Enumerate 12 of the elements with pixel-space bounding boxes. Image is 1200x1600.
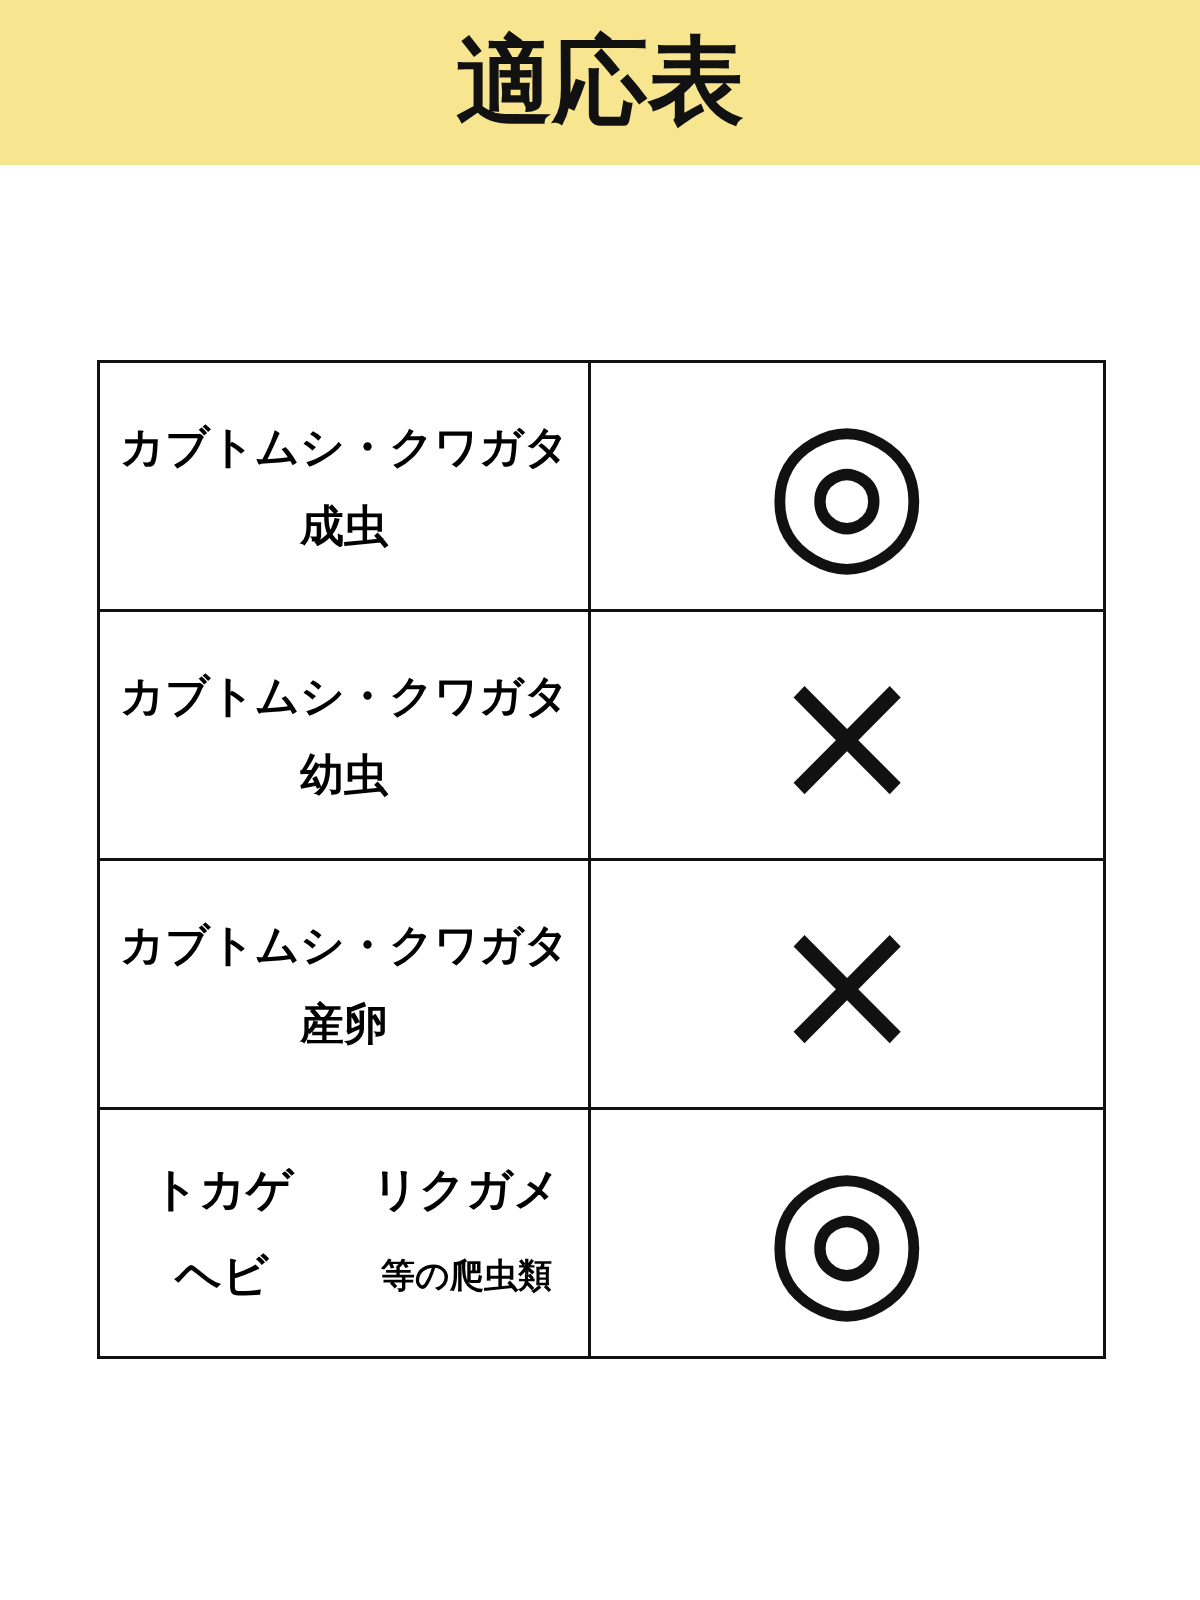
- animal-name: カブトムシ・クワガタ産卵: [118, 917, 570, 1051]
- animal-name: カブトムシ・クワガタ成虫: [118, 419, 570, 553]
- page-title: 適応表: [456, 23, 744, 139]
- animal-name: 等の爬虫類: [379, 1254, 553, 1297]
- animal-name: トカゲ: [150, 1161, 296, 1218]
- rating-symbol: ◎: [764, 375, 930, 596]
- rating-symbol: ×: [767, 873, 927, 1094]
- rating-symbol: ×: [767, 624, 927, 845]
- animal-name: ヘビ: [173, 1247, 270, 1304]
- animal-name: リクガメ: [371, 1161, 561, 1218]
- rating-symbol: ◎: [764, 1122, 930, 1343]
- animal-name: カブトムシ・クワガタ幼虫: [118, 668, 570, 802]
